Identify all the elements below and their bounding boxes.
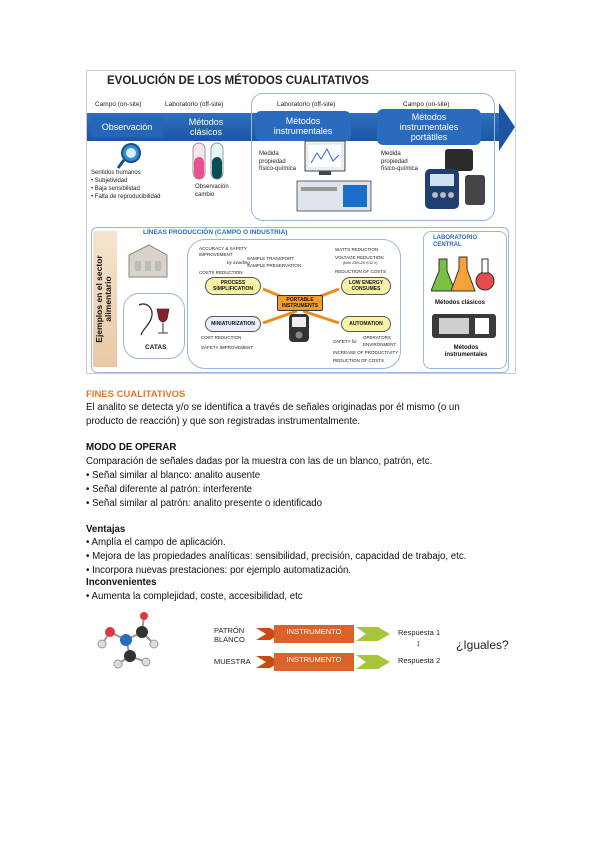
compare-arrow-icon: ↕ [416, 638, 421, 648]
pill-low-energy: LOW ENERGY CONSUMES [341, 277, 391, 295]
lab-item-instrumentales: Métodos instrumentales [444, 345, 488, 358]
patron-label: PATRÓN BLANCO [214, 626, 245, 644]
magnifier-icon [116, 143, 141, 169]
pill-miniaturization: MINIATURIZATION [205, 316, 261, 332]
senses-bullet-3: • Falta de reproducibilidad [91, 194, 161, 200]
timeline-arrow-head [499, 103, 515, 151]
side-label: Ejemplos en el sector alimentario [94, 255, 113, 343]
note-costs-reduction: COSTS REDUCTION [199, 270, 243, 275]
senses-bullet-2: • Baja sensibilidad [91, 186, 140, 192]
factory-icon [128, 244, 168, 278]
portable-note: Medida propiedad físico-química [381, 151, 419, 172]
lab-central-title: LABORATORIO CENTRAL [433, 235, 478, 248]
senses-heading: Sentidos humanos [91, 170, 141, 176]
handheld-meter-icon [289, 314, 309, 342]
production-title: LÍNEAS PRODUCCIÓN (CAMPO O INDUSTRIA) [143, 229, 288, 236]
fines-line-2: producto de reacción) y que son registra… [86, 416, 361, 427]
note-watts: WATTS REDUCTION [335, 247, 379, 252]
molecule-icon [97, 612, 159, 669]
instrumento-label-1: INSTRUMENTO [286, 627, 342, 636]
instrument-arrow-1 [256, 625, 390, 643]
step-observacion: Observación [91, 117, 163, 137]
fines-heading: FINES CUALITATIVOS [86, 389, 186, 400]
note-environment: ENVIRONMENT [363, 342, 397, 347]
lab-item-clasicos: Métodos clásicos [435, 300, 486, 306]
iguales-question: ¿Iguales? [456, 638, 509, 652]
step-context-clasicos: Laboratorio (off-site) [165, 101, 224, 108]
catas-label: CATAS [145, 344, 167, 351]
note-voltage-sub: (from 230/125 V/12 V) [343, 261, 378, 265]
instrumental-note: Medida propiedad físico-química [259, 151, 297, 172]
portable-instruments-box: PORTABLE INSTRUMENTS [277, 295, 323, 311]
spectrometer-icon [296, 140, 372, 212]
pill-automation: AUTOMATION [341, 316, 391, 332]
evolution-figure: EVOLUCIÓN DE LOS MÉTODOS CUALITATIVOS Ca… [86, 70, 516, 374]
respuesta-1: Respuesta 1 [398, 628, 441, 637]
fines-line-1: El analito se detecta y/o se identifica … [86, 402, 460, 413]
instrumento-label-2: INSTRUMENTO [286, 655, 342, 664]
modo-line-2: • Señal similar al blanco: analito ausen… [86, 470, 261, 481]
note-accuracy: ACCURACY & SAFETY IMPROVEMENT [199, 246, 248, 257]
inconvenientes-line-1: • Aumenta la complejidad, coste, accesib… [86, 591, 303, 602]
instrumental-box [251, 93, 495, 221]
step-metodos-portatiles: Métodos instrumentales portátiles [377, 109, 481, 145]
modo-line-3: • Señal diferente al patrón: interferent… [86, 484, 253, 495]
note-cost-reduction: COST REDUCTION [201, 335, 242, 340]
note-productivity: INCREASE OF PRODUCTIVITY [333, 350, 399, 355]
classic-note: Observación cambio [195, 184, 229, 198]
modo-line-1: Comparación de señales dadas por la mues… [86, 456, 433, 467]
pill-process-simplification: PROCESS SIMPLIFICATION [205, 277, 261, 295]
instrument-arrow-2 [256, 653, 390, 671]
figure-title: EVOLUCIÓN DE LOS MÉTODOS CUALITATIVOS [107, 75, 369, 87]
note-operators: OPERATORS [363, 335, 391, 340]
modo-heading: MODO DE OPERAR [86, 442, 177, 453]
ventajas-heading: Ventajas [86, 524, 126, 535]
step-metodos-instrumentales: Métodos instrumentales [255, 111, 351, 141]
step-context-observacion: Campo (on-site) [95, 101, 142, 108]
modo-line-4: • Señal similar al patrón: analito prese… [86, 498, 323, 509]
portable-device-icon [425, 149, 485, 209]
note-reduction-costs: REDUCTION OF COSTS [335, 269, 387, 274]
step-metodos-clasicos: Métodos clásicos [188, 117, 224, 137]
lab-central-box [423, 231, 507, 369]
examples-box [91, 227, 509, 373]
catas-box [123, 293, 185, 359]
step-context-instrumentales: Laboratorio (off-site) [277, 101, 336, 108]
wine-tasting-icon [138, 303, 170, 336]
senses-bullet-1: • Subjetividad [91, 178, 128, 184]
ventajas-line-3: • Incorpora nuevas prestaciones: por eje… [86, 565, 352, 576]
note-by-avoiding: by avoiding [227, 260, 250, 265]
lab-instrument-icon [432, 314, 496, 338]
note-sample-transport: SAMPLE TRANSPORT [247, 256, 295, 261]
flasks-icon [431, 256, 495, 292]
respuesta-2: Respuesta 2 [398, 656, 441, 665]
side-band [93, 231, 117, 367]
note-sample-preservation: SAMPLE PRESERVATION [247, 263, 302, 268]
note-reduction-costs-2: REDUCTION OF COSTS [333, 358, 385, 363]
muestra-label: MUESTRA [214, 657, 251, 666]
note-safety-for: SAFETY for [333, 339, 357, 344]
ventajas-line-2: • Mejora de las propiedades analíticas: … [86, 551, 467, 562]
note-safety-improvement: SAFETY IMPROVEMENT [201, 345, 254, 350]
inconvenientes-heading: Inconvenientes [86, 577, 157, 588]
test-tubes-icon [192, 142, 224, 180]
note-voltage: VOLTAGE REDUCTION [335, 255, 384, 260]
ventajas-line-1: • Amplía el campo de aplicación. [86, 537, 226, 548]
step-context-portatiles: Campo (on-site) [403, 101, 450, 108]
